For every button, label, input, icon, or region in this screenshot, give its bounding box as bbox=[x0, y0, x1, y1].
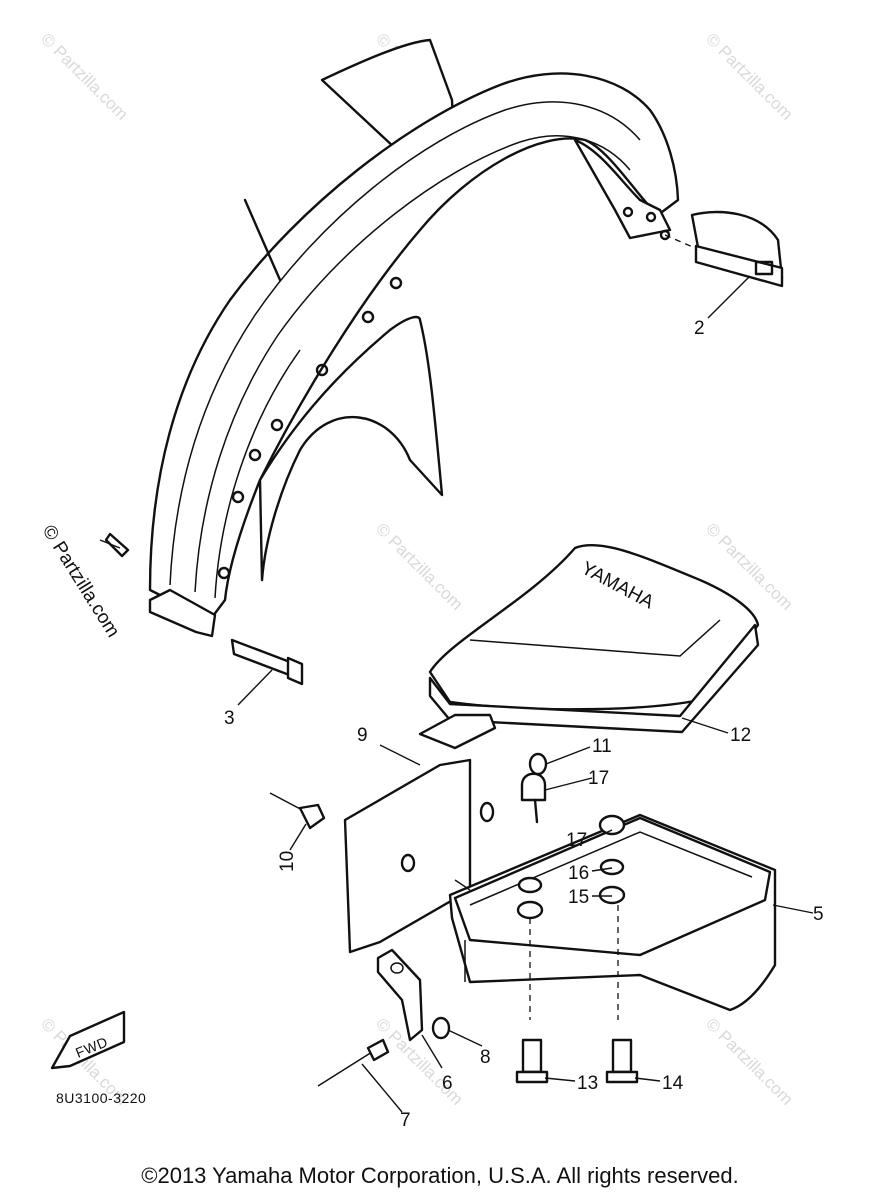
callout-17-secondary: 17 bbox=[566, 830, 587, 851]
bolt-part-14 bbox=[605, 1038, 639, 1084]
bracket-part-6 bbox=[376, 948, 424, 1042]
drawing-code: 8U3100-3220 bbox=[56, 1090, 146, 1106]
bolt-part-3 bbox=[230, 638, 304, 686]
watermark-text: © Partzilla.com bbox=[37, 29, 131, 123]
watermark-text: © Partzilla.com bbox=[372, 519, 466, 613]
callout-11: 11 bbox=[592, 736, 612, 757]
callout-7: 7 bbox=[400, 1110, 411, 1131]
watermark-text: © Partzilla.com bbox=[702, 29, 796, 123]
callout-12: 12 bbox=[730, 725, 751, 746]
leader-lines bbox=[99, 275, 814, 1113]
callout-15: 15 bbox=[568, 887, 589, 908]
callout-10: 10 bbox=[277, 851, 298, 872]
chain-case-part-1 bbox=[148, 38, 680, 638]
callout-13: 13 bbox=[577, 1073, 598, 1094]
callout-16: 16 bbox=[568, 863, 589, 884]
washer-part-8 bbox=[431, 1016, 451, 1040]
battery-box-part-5 bbox=[448, 813, 777, 1020]
bolt-part-13 bbox=[515, 1038, 549, 1084]
callout-5: 5 bbox=[813, 904, 824, 925]
callout-17: 17 bbox=[588, 768, 609, 789]
cap-nut-part-17 bbox=[520, 772, 547, 824]
watermark-text: © Partzilla.com bbox=[702, 1014, 796, 1108]
battery-lid-part-12: YAMAHA bbox=[418, 543, 760, 750]
callout-8: 8 bbox=[480, 1047, 491, 1068]
cotter-pin-part-4 bbox=[104, 532, 130, 558]
screw-part-7 bbox=[317, 1038, 390, 1087]
callout-2: 2 bbox=[694, 318, 705, 339]
callout-6: 6 bbox=[442, 1073, 453, 1094]
fastener-part-10 bbox=[269, 792, 326, 830]
callout-14: 14 bbox=[662, 1073, 684, 1094]
copyright-footer: ©2013 Yamaha Motor Corporation, U.S.A. A… bbox=[141, 1163, 739, 1188]
callout-3: 3 bbox=[224, 708, 235, 729]
clip-part-2 bbox=[664, 210, 784, 288]
callout-9: 9 bbox=[357, 725, 368, 746]
callouts: 2 3 9 11 12 17 10 17 16 15 5 8 6 13 14 7… bbox=[56, 318, 824, 1131]
grommet-part-11 bbox=[528, 752, 548, 776]
